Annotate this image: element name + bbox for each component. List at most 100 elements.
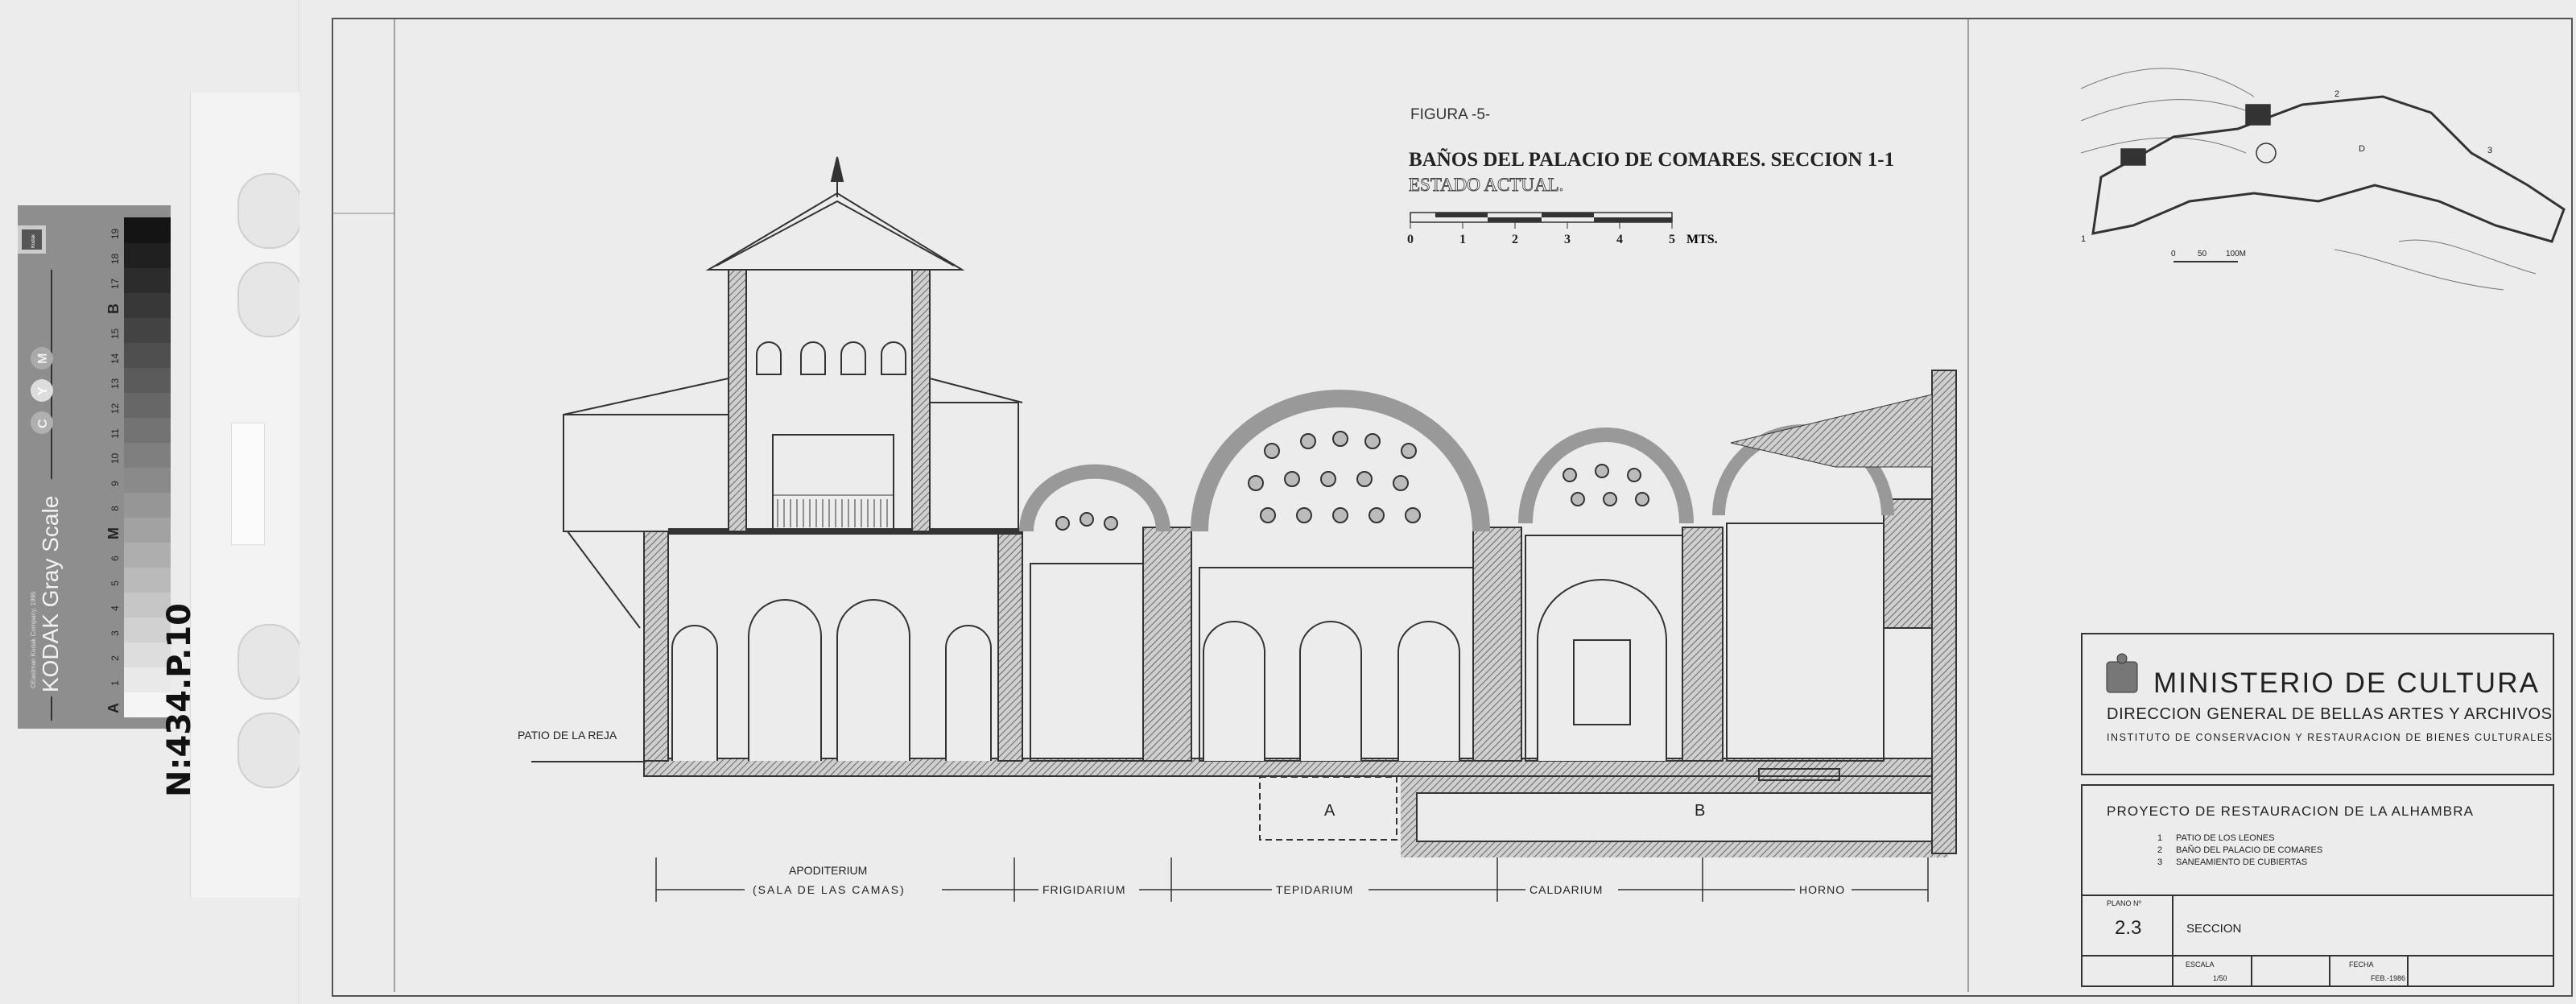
patch-label: 11 [109, 428, 121, 439]
escala-value: 1/50 [2213, 974, 2227, 982]
room-labels: APODITERIUM (SALA DE LAS CAMAS) FRIGIDAR… [745, 864, 1852, 897]
svg-text:D: D [2359, 144, 2365, 154]
patch-label: 3 [109, 630, 121, 636]
ministry-name: MINISTERIO DE CULTURA [2153, 667, 2539, 699]
patch-label: 15 [109, 328, 121, 340]
dome-skylight [1296, 507, 1312, 523]
kodak-brand: KODAK Gray Scale [38, 496, 63, 692]
title-block-text: MINISTERIO DE CULTURA DIRECCION GENERAL … [2107, 667, 2552, 982]
patch-label: 9 [109, 481, 121, 486]
patch-label: 6 [109, 556, 121, 561]
svg-text:M: M [36, 353, 50, 364]
scale-label: 3 [1564, 233, 1571, 246]
dome-skylight [1405, 507, 1421, 523]
site-map: 0 50 100M 1 2 3 D [2080, 68, 2566, 291]
dome-skylight [1603, 492, 1617, 506]
patch-label: A [105, 703, 122, 713]
plano-label: PLANO Nº [2107, 899, 2142, 907]
patch-label: 18 [109, 254, 121, 265]
sheet-frame [332, 18, 2573, 997]
figure-subtitle: ESTADO ACTUAL. [1409, 175, 1563, 195]
svg-text:1: 1 [2157, 833, 2162, 843]
fecha-label: FECHA [2349, 961, 2374, 969]
svg-text:0: 0 [2171, 250, 2176, 258]
svg-text:2: 2 [2334, 89, 2339, 99]
escala-label: ESCALA [2186, 961, 2215, 969]
kodak-copyright: ©Eastman Kodak Company, 1995 [30, 591, 37, 688]
section-drawing [531, 156, 1957, 857]
dome-skylight [1401, 443, 1417, 459]
figure-title: BAÑOS DEL PALACIO DE COMARES. SECCION 1-… [1409, 148, 1894, 171]
slot [231, 423, 265, 545]
scale-bar: 0 1 2 3 4 5 MTS. [1407, 212, 1718, 246]
patch-label: 19 [109, 229, 121, 240]
svg-text:Y: Y [36, 386, 50, 395]
dome-skylight [1284, 471, 1300, 487]
figure-label: FIGURA -5- [1410, 106, 1490, 123]
dome-skylight [1080, 512, 1094, 527]
punch-hole [237, 713, 302, 788]
patio-label: PATIO DE LA REJA [518, 729, 617, 742]
coat-of-arms-icon [2106, 653, 2138, 693]
dome-skylight [1320, 471, 1336, 487]
title-block [2081, 633, 2554, 987]
room-tepidarium: TEPIDARIUM [1276, 883, 1353, 896]
svg-text:C: C [36, 419, 50, 428]
punch-hole [237, 262, 302, 337]
room-horno: HORNO [1799, 883, 1845, 896]
dome-skylight [1332, 431, 1348, 447]
project-name: PROYECTO DE RESTAURACION DE LA ALHAMBRA [2107, 804, 2474, 819]
patch-label: M [105, 527, 122, 539]
room-apoditerium-sub: (SALA DE LAS CAMAS) [753, 883, 906, 896]
institute-name: INSTITUTO DE CONSERVACION Y RESTAURACION… [2107, 732, 2552, 743]
scale-label: 4 [1616, 233, 1623, 246]
dome-skylight [1104, 516, 1118, 531]
svg-text:3: 3 [2157, 857, 2162, 867]
scale-label: 0 [1407, 233, 1414, 246]
svg-text:50: 50 [2198, 250, 2207, 258]
svg-text:MTS.: MTS. [1686, 233, 1718, 246]
cym-dots: C Y M [31, 347, 53, 434]
patch-label: 5 [109, 581, 121, 586]
dome-skylight [1300, 433, 1316, 449]
scale-label: 2 [1512, 233, 1518, 246]
dome-skylight [1595, 464, 1609, 478]
dome-skylight [1260, 507, 1276, 523]
svg-text:PATIO DE LOS LEONES: PATIO DE LOS LEONES [2176, 833, 2274, 843]
scale-label: 5 [1669, 233, 1675, 246]
dome-skylight [1364, 433, 1381, 449]
svg-text:SANEAMIENTO DE CUBIERTAS: SANEAMIENTO DE CUBIERTAS [2176, 857, 2307, 867]
direction-name: DIRECCION GENERAL DE BELLAS ARTES Y ARCH… [2107, 705, 2552, 723]
svg-text:2: 2 [2157, 845, 2162, 855]
dome-skylight [1563, 468, 1577, 482]
svg-text:Kodak: Kodak [31, 233, 36, 248]
svg-text:100M: 100M [2226, 250, 2246, 258]
room-frigidarium: FRIGIDARIUM [1042, 883, 1126, 896]
plano-value: 2.3 [2115, 917, 2141, 939]
kodak-gray-scale-card: KODAK Gray Scale ©Eastman Kodak Company,… [18, 205, 185, 729]
patch-label: 17 [109, 279, 121, 290]
dome-skylight [1368, 507, 1385, 523]
patch-label: 1 [109, 680, 121, 686]
patch-label: 14 [109, 353, 121, 365]
room-caldarium: CALDARIUM [1530, 883, 1603, 896]
fecha-value: FEB.-1986 [2371, 974, 2405, 982]
sheet-title: SECCION [2186, 922, 2241, 936]
patch-label: 4 [109, 605, 121, 611]
dome-skylight [1248, 475, 1264, 491]
dome-skylight [1264, 443, 1280, 459]
dome-skylight [1356, 471, 1373, 487]
dome-skylight [1571, 492, 1585, 506]
room-apoditerium: APODITERIUM [789, 864, 867, 877]
svg-text:BAÑO DEL PALACIO DE COMARES: BAÑO DEL PALACIO DE COMARES [2176, 845, 2322, 855]
patch-label: 2 [109, 655, 121, 661]
scale-label: 1 [1459, 233, 1466, 246]
patch-label: B [105, 304, 122, 314]
zone-a-label: A [1324, 802, 1335, 820]
patch-label: 12 [109, 403, 121, 415]
dome-skylight [1332, 507, 1348, 523]
patch-label: 8 [109, 506, 121, 511]
dome-skylight [1393, 475, 1409, 491]
dome-skylight [1055, 516, 1070, 531]
